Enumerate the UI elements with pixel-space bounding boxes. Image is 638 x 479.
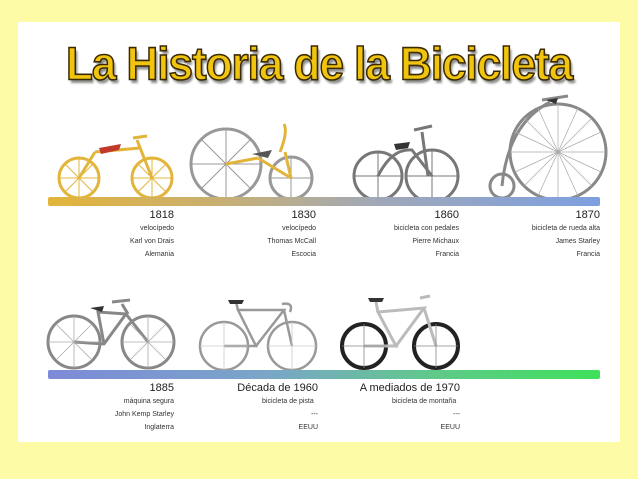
entry-1960: Década de 1960 bicicleta de pista --- EE… — [206, 382, 318, 434]
entry-inventor: --- — [453, 411, 460, 418]
entry-type: máquina segura — [123, 398, 174, 405]
entry-1830: 1830 velocípedo Thomas McCall Escocia — [222, 209, 316, 261]
entry-country: Francia — [576, 251, 600, 258]
page-title: La Historia de la Bicicleta — [65, 38, 574, 91]
entry-country: Francia — [435, 251, 459, 258]
entry-type: velocípedo — [282, 225, 316, 232]
entry-1818: 1818 velocípedo Karl von Drais Alemania — [80, 209, 174, 261]
entry-inventor: Karl von Drais — [130, 238, 174, 245]
entry-year: 1870 — [575, 209, 600, 221]
entry-1860: 1860 bicicleta con pedales Pierre Michau… — [352, 209, 459, 261]
timeline-bar-top — [48, 197, 600, 206]
entry-country: Escocia — [291, 251, 316, 258]
mccall-velocipede-icon — [189, 123, 314, 201]
entry-year: A mediados de 1970 — [359, 382, 460, 394]
entry-inventor: James Starley — [555, 238, 600, 245]
draisine-bicycle-icon — [57, 134, 174, 200]
entry-1885: 1885 máquina segura John Kemp Starley In… — [80, 382, 174, 434]
track-bicycle-icon — [198, 300, 318, 372]
mountain-bicycle-icon — [340, 294, 460, 370]
entry-type: bicicleta de rueda alta — [531, 225, 600, 232]
entry-inventor: Pierre Michaux — [412, 238, 459, 245]
entry-year: 1885 — [149, 382, 174, 394]
entry-type: velocípedo — [140, 225, 174, 232]
entry-country: EEUU — [440, 424, 460, 431]
entry-country: Inglaterra — [144, 424, 174, 431]
entry-inventor: Thomas McCall — [267, 238, 316, 245]
entry-type: bicicleta de pista — [262, 398, 314, 405]
entry-type: bicicleta con pedales — [394, 225, 459, 232]
boneshaker-bicycle-icon — [352, 124, 460, 204]
entry-1870: 1870 bicicleta de rueda alta James Starl… — [490, 209, 600, 261]
timeline-bar-bottom — [48, 370, 600, 379]
entry-year: 1860 — [434, 209, 459, 221]
entry-year: Década de 1960 — [237, 382, 318, 394]
entry-year: 1818 — [149, 209, 174, 221]
penny-farthing-icon — [488, 94, 608, 202]
entry-inventor: John Kemp Starley — [114, 411, 174, 418]
entry-inventor: --- — [311, 411, 318, 418]
entry-country: Alemania — [144, 251, 174, 258]
safety-bicycle-icon — [46, 298, 176, 370]
entry-country: EEUU — [298, 424, 318, 431]
entry-year: 1830 — [291, 209, 316, 221]
entry-1970: A mediados de 1970 bicicleta de montaña … — [340, 382, 460, 434]
entry-type: bicicleta de montaña — [392, 398, 457, 405]
